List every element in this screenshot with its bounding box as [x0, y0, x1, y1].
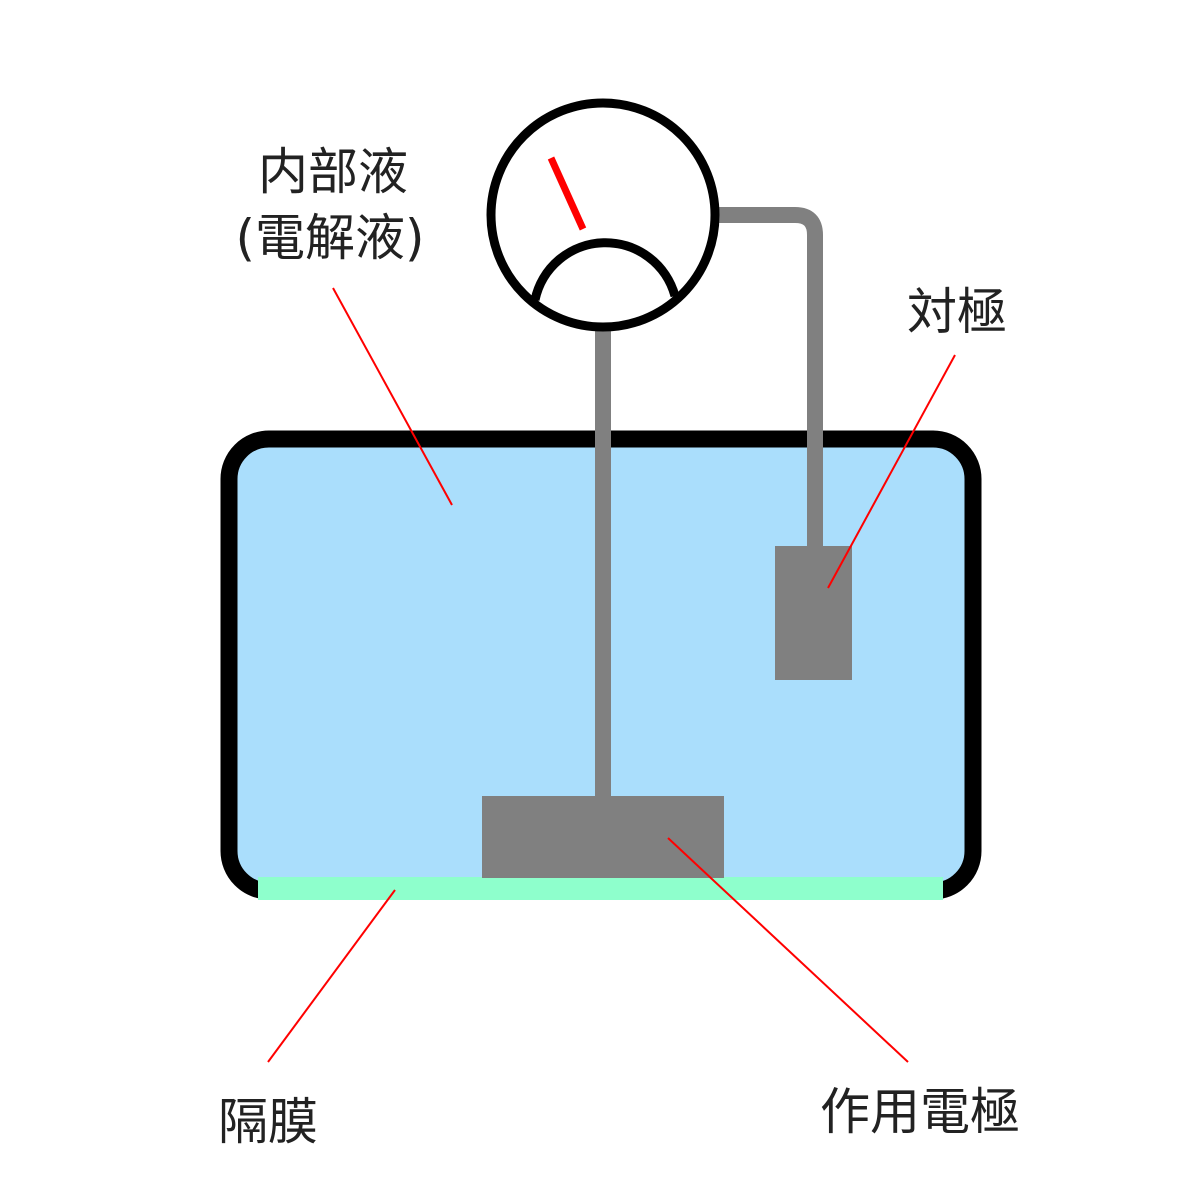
- label-counter-electrode: 対極: [907, 283, 1007, 341]
- meter: [486, 98, 720, 332]
- label-internal-liquid: 内部液: [258, 143, 408, 201]
- working-electrode: [482, 796, 724, 878]
- meter-scale-arc: [530, 238, 680, 301]
- leader-line-counter-electrode: [827, 354, 956, 589]
- meter-dial: [486, 98, 720, 332]
- leader-line-internal-liquid: [332, 287, 453, 506]
- label-working-electrode: 作用電極: [820, 1083, 1020, 1141]
- membrane: [258, 877, 943, 900]
- meter-needle: [547, 156, 587, 231]
- label-membrane: 隔膜: [218, 1093, 318, 1151]
- counter-electrode-wire: [716, 207, 823, 550]
- leader-line-working-electrode: [667, 837, 909, 1063]
- label-electrolyte: (電解液): [235, 209, 425, 267]
- leader-line-membrane: [267, 889, 396, 1063]
